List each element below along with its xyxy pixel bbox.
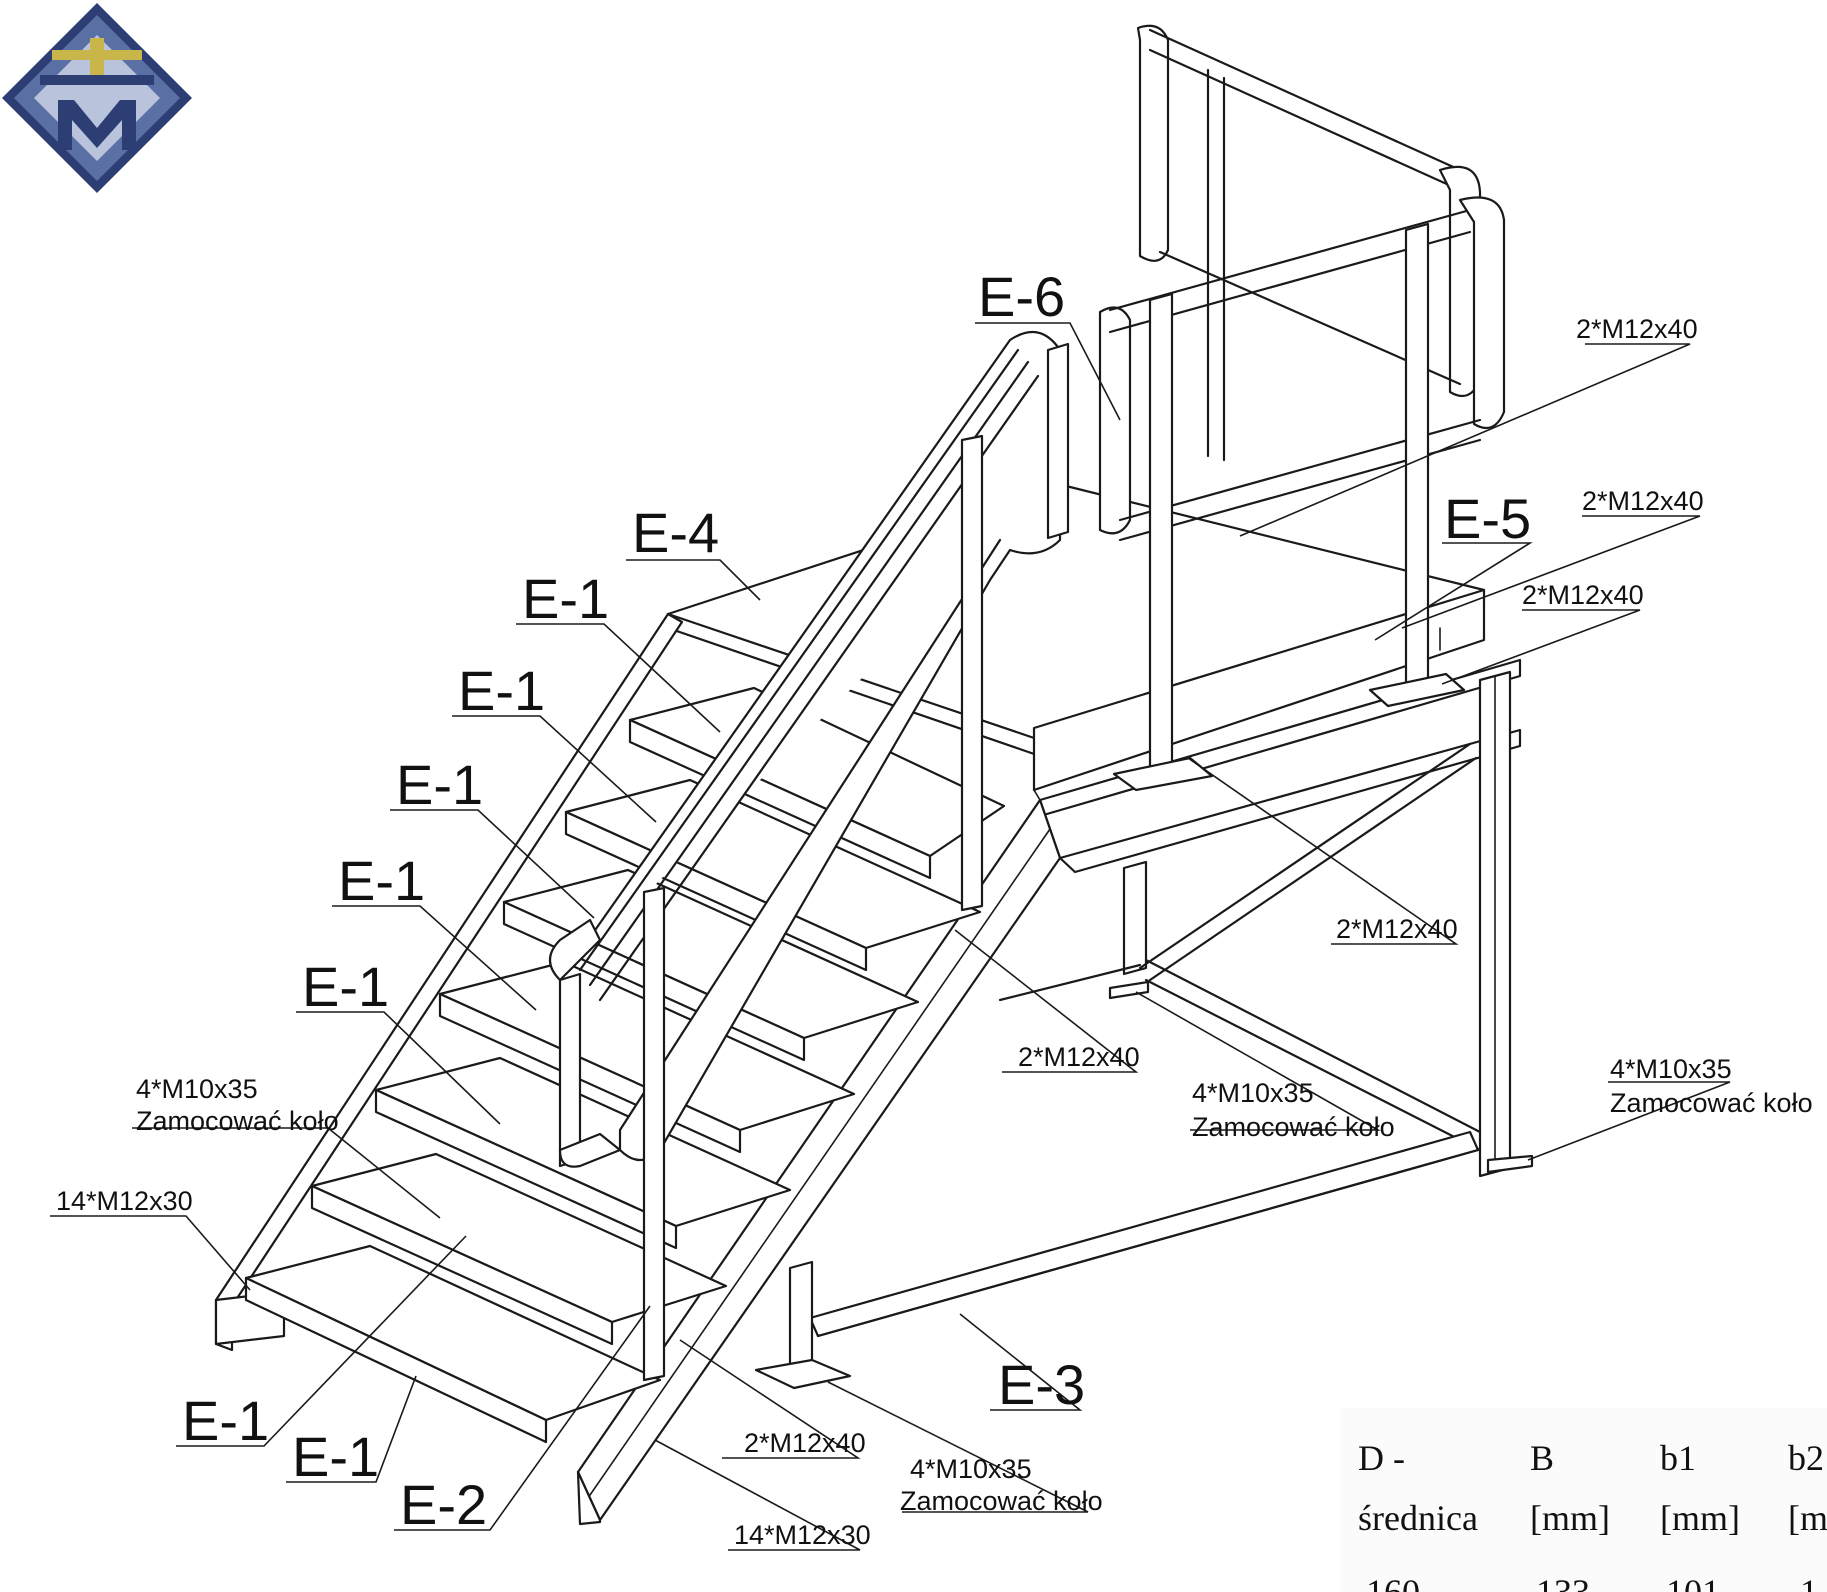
bolt-labels: 2*M12x40 2*M12x40 2*M12x40 2*M12x40 2*M1… [56, 314, 1813, 1550]
table-cell: 1 [1800, 1572, 1818, 1592]
table-header-b-unit: [mm] [1530, 1498, 1610, 1538]
bolt-m12x40: 2*M12x40 [744, 1428, 866, 1458]
bolt-m10x35: 4*M10x35 [1610, 1054, 1732, 1084]
part-labels: E-6 E-4 E-5 E-3 E-2 E-1 E-1 E-1 E-1 E-1 … [182, 265, 1531, 1536]
label-e3: E-3 [998, 1353, 1085, 1416]
bolt-m12x30: 14*M12x30 [56, 1186, 193, 1216]
label-e4: E-4 [632, 501, 719, 564]
bolt-m12x40: 2*M12x40 [1336, 914, 1458, 944]
table-header-d: D - [1358, 1438, 1405, 1478]
company-logo: IM [2, 3, 192, 193]
wheel-note: Zamocować koło [900, 1486, 1103, 1516]
bolt-m10x35: 4*M10x35 [136, 1074, 258, 1104]
label-e6: E-6 [978, 265, 1065, 328]
table-cell: 160 [1366, 1572, 1420, 1592]
bolt-m12x30: 14*M12x30 [734, 1520, 871, 1550]
table-header-b: B [1530, 1438, 1554, 1478]
table-cell: 133 [1536, 1572, 1590, 1592]
bolt-m10x35: 4*M10x35 [1192, 1078, 1314, 1108]
label-e1: E-1 [182, 1389, 269, 1452]
label-e1: E-1 [338, 849, 425, 912]
table-cell: 101 [1666, 1572, 1720, 1592]
dimension-table: D - średnica B [mm] b1 [mm] b2 [m 160 13… [1340, 1408, 1827, 1592]
table-header-b1-unit: [mm] [1660, 1498, 1740, 1538]
table-header-b1: b1 [1660, 1438, 1696, 1478]
label-e1: E-1 [396, 753, 483, 816]
wheel-note: Zamocować koło [1610, 1088, 1813, 1118]
structure-lines [214, 24, 1534, 1526]
label-e1: E-1 [458, 659, 545, 722]
bolt-m12x40: 2*M12x40 [1582, 486, 1704, 516]
wheel-note: Zamocować koło [136, 1106, 339, 1136]
label-e1: E-1 [292, 1425, 379, 1488]
bolt-m12x40: 2*M12x40 [1576, 314, 1698, 344]
bolt-m10x35: 4*M10x35 [910, 1454, 1032, 1484]
wheel-note: Zamocować koło [1192, 1112, 1395, 1142]
bolt-m12x40: 2*M12x40 [1522, 580, 1644, 610]
label-e2: E-2 [400, 1473, 487, 1536]
label-e5: E-5 [1444, 487, 1531, 550]
label-e1: E-1 [522, 567, 609, 630]
table-header-d-unit: średnica [1358, 1498, 1478, 1538]
table-header-b2-unit: [m [1788, 1498, 1827, 1538]
table-header-b2: b2 [1788, 1438, 1824, 1478]
bolt-m12x40: 2*M12x40 [1018, 1042, 1140, 1072]
leader-lines [50, 322, 1731, 1551]
label-e1: E-1 [302, 955, 389, 1018]
